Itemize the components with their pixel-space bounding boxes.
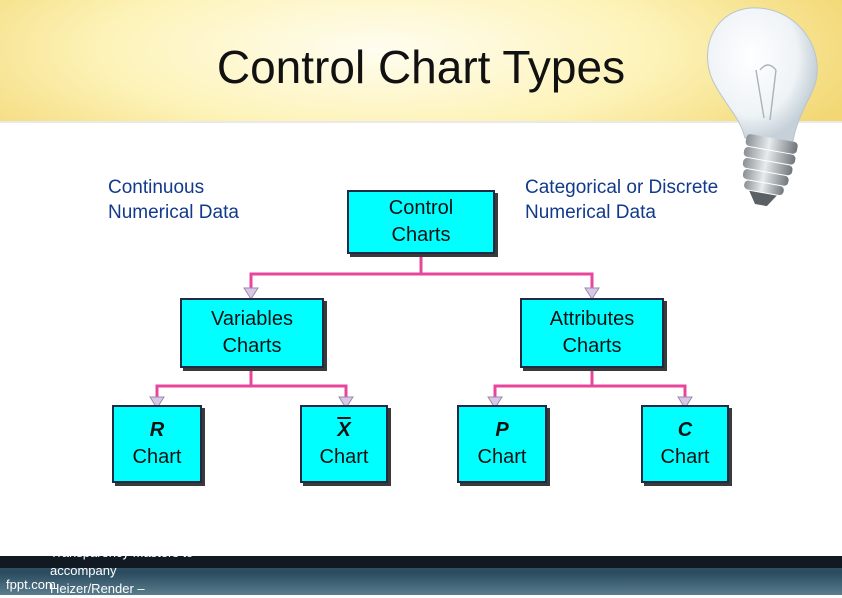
title-banner: [0, 0, 842, 123]
variables-charts-node: Variables Charts: [180, 298, 324, 368]
categorical-data-label: Categorical or Discrete Numerical Data: [525, 175, 718, 225]
x-chart-node: X Chart: [300, 405, 388, 483]
continuous-data-label: Continuous Numerical Data: [108, 175, 239, 225]
c-chart-node: C Chart: [641, 405, 729, 483]
slide-title: Control Chart Types: [216, 41, 626, 93]
attributes-charts-node: Attributes Charts: [520, 298, 664, 368]
transparency-note: Transparency Masters to accompany Heizer…: [50, 544, 193, 598]
r-chart-label: Chart: [132, 446, 182, 468]
c-chart-label: Chart: [660, 446, 710, 468]
attributes-line2: Charts: [562, 335, 622, 357]
footer-shadow: [0, 556, 842, 568]
continuous-label-line1: Continuous: [108, 177, 205, 198]
r-chart-letter: R: [149, 419, 165, 441]
control-charts-line2: Charts: [391, 224, 451, 246]
x-bar-letter: X: [337, 419, 351, 441]
p-chart-label: Chart: [477, 446, 527, 468]
categorical-label-line1: Categorical or Discrete: [525, 177, 719, 198]
x-chart-label: Chart: [319, 446, 369, 468]
attributes-line1: Attributes: [549, 308, 635, 330]
p-chart-node: P Chart: [457, 405, 547, 483]
banner-divider: [0, 121, 842, 123]
variables-line2: Charts: [222, 335, 282, 357]
fppt-watermark: fppt.com: [6, 577, 56, 592]
light-bulb-icon: [707, 7, 818, 207]
r-chart-node: R Chart: [112, 405, 202, 483]
transparency-line1: Transparency Masters to: [50, 545, 194, 560]
transparency-line3: Heizer/Render –: [50, 581, 145, 596]
categorical-label-line2: Numerical Data: [525, 202, 656, 223]
transparency-line2: accompany: [50, 563, 117, 578]
c-chart-letter: C: [677, 419, 693, 441]
variables-line1: Variables: [211, 308, 293, 330]
p-chart-letter: P: [495, 419, 509, 441]
control-charts-line1: Control: [388, 197, 454, 219]
continuous-label-line2: Numerical Data: [108, 202, 239, 223]
control-charts-node: Control Charts: [347, 190, 495, 254]
